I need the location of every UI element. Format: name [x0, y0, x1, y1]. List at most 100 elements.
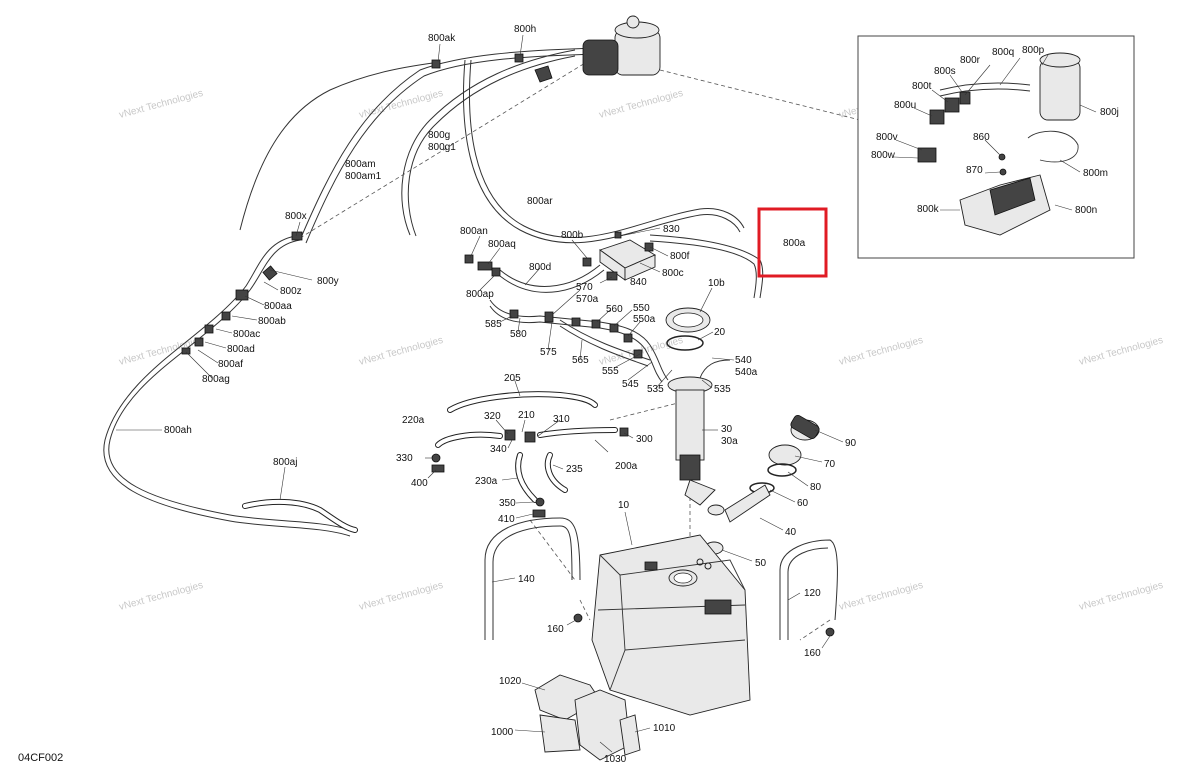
callout-800an: 800an — [460, 226, 488, 237]
callout-800ad: 800ad — [227, 344, 255, 355]
callout-800c: 800c — [662, 268, 684, 279]
callout-550: 550 — [633, 303, 650, 314]
callout-160-left: 160 — [547, 624, 564, 635]
callout-800x: 800x — [285, 211, 307, 222]
detail-inset — [857, 35, 1135, 259]
callout-560: 560 — [606, 304, 623, 315]
watermark-text: vNext Technologies — [838, 580, 924, 613]
callout-800s: 800s — [934, 66, 956, 77]
callout-800am: 800am — [345, 159, 376, 170]
callout-800u: 800u — [894, 100, 916, 111]
watermark-text: vNext Technologies — [358, 580, 444, 613]
tank-straps — [484, 517, 838, 640]
callout-800g: 800g — [428, 130, 450, 141]
callout-205: 205 — [504, 373, 521, 384]
callout-800ab: 800ab — [258, 316, 286, 327]
callout-800h: 800h — [514, 24, 536, 35]
callout-800q: 800q — [992, 47, 1014, 58]
callout-400: 400 — [411, 478, 428, 489]
callout-800ac: 800ac — [233, 329, 260, 340]
clip-part — [534, 65, 553, 83]
callout-860: 860 — [973, 132, 990, 143]
callout-310: 310 — [553, 414, 570, 425]
watermark-text: vNext Technologies — [1078, 335, 1164, 368]
leader-lines — [116, 34, 1097, 753]
callout-1010: 1010 — [653, 723, 676, 734]
callout-800d: 800d — [529, 262, 551, 273]
callout-800am1: 800am1 — [345, 171, 382, 182]
callout-800aj: 800aj — [273, 457, 297, 468]
callout-230a: 230a — [475, 476, 498, 487]
lock-ring-and-seal — [665, 307, 711, 351]
callout-800ar: 800ar — [527, 196, 553, 207]
tank-guards — [534, 674, 641, 761]
fuel-tank — [591, 534, 751, 716]
watermark-text: vNext Technologies — [838, 335, 924, 368]
callout-60: 60 — [797, 498, 809, 509]
callout-800m: 800m — [1083, 168, 1108, 179]
callout-800y: 800y — [317, 276, 339, 287]
callout-800r: 800r — [960, 55, 981, 66]
callout-20: 20 — [714, 327, 726, 338]
callout-50: 50 — [755, 558, 767, 569]
callout-800n: 800n — [1075, 205, 1097, 216]
charcoal-canister — [582, 15, 661, 76]
callout-340: 340 — [490, 444, 507, 455]
callout-30a: 30a — [721, 436, 738, 447]
watermark-text: vNext Technologies — [118, 88, 204, 121]
callout-120: 120 — [804, 588, 821, 599]
callout-1000: 1000 — [491, 727, 514, 738]
callout-840: 840 — [630, 277, 647, 288]
filler-neck-assembly — [704, 415, 820, 555]
callout-1020: 1020 — [499, 676, 522, 687]
callout-800k: 800k — [917, 204, 940, 215]
callout-800g1: 800g1 — [428, 142, 456, 153]
watermark-text: vNext Technologies — [358, 335, 444, 368]
callout-1030: 1030 — [604, 754, 627, 765]
vent-hoses — [103, 47, 764, 537]
hose-fittings — [181, 53, 654, 355]
callout-800t: 800t — [912, 81, 932, 92]
callout-555: 555 — [602, 366, 619, 377]
callout-540: 540 — [735, 355, 752, 366]
callout-575: 575 — [540, 347, 557, 358]
callout-10: 10 — [618, 500, 630, 511]
callout-540a: 540a — [735, 367, 758, 378]
callout-200a: 200a — [615, 461, 638, 472]
vent-valve-block — [599, 239, 656, 281]
callout-800ap: 800ap — [466, 289, 494, 300]
callout-565: 565 — [572, 355, 589, 366]
callout-70: 70 — [824, 459, 836, 470]
callout-800a: 800a — [783, 238, 806, 249]
callout-800v: 800v — [876, 132, 898, 143]
callout-580: 580 — [510, 329, 527, 340]
callout-800z: 800z — [280, 286, 302, 297]
callout-800aq: 800aq — [488, 239, 516, 250]
callout-800b: 800b — [561, 230, 584, 241]
watermark-text: vNext Technologies — [598, 88, 684, 121]
callout-870: 870 — [966, 165, 983, 176]
callout-535b: 535 — [714, 384, 731, 395]
callout-800ag: 800ag — [202, 374, 230, 385]
watermark-text: vNext Technologies — [1078, 580, 1164, 613]
watermark-text: vNext Technologies — [118, 580, 204, 613]
callout-235: 235 — [566, 464, 583, 475]
callout-570a: 570a — [576, 294, 599, 305]
callout-550a: 550a — [633, 314, 656, 325]
callout-40: 40 — [785, 527, 797, 538]
callout-140: 140 — [518, 574, 535, 585]
diagram-code: 04CF002 — [18, 752, 63, 764]
callout-90: 90 — [845, 438, 857, 449]
callout-585: 585 — [485, 319, 502, 330]
callout-labels: 800ak 800h 800g 800g1 800am 800am1 800ar… — [18, 24, 1119, 765]
callout-800aa: 800aa — [264, 301, 292, 312]
callout-830: 830 — [663, 224, 680, 235]
callout-800f: 800f — [670, 251, 690, 262]
guide-lines — [299, 44, 861, 641]
highlight-box-800a — [757, 207, 828, 278]
callout-160-right: 160 — [804, 648, 821, 659]
fuel-pump-module — [667, 359, 731, 506]
callout-410: 410 — [498, 514, 515, 525]
